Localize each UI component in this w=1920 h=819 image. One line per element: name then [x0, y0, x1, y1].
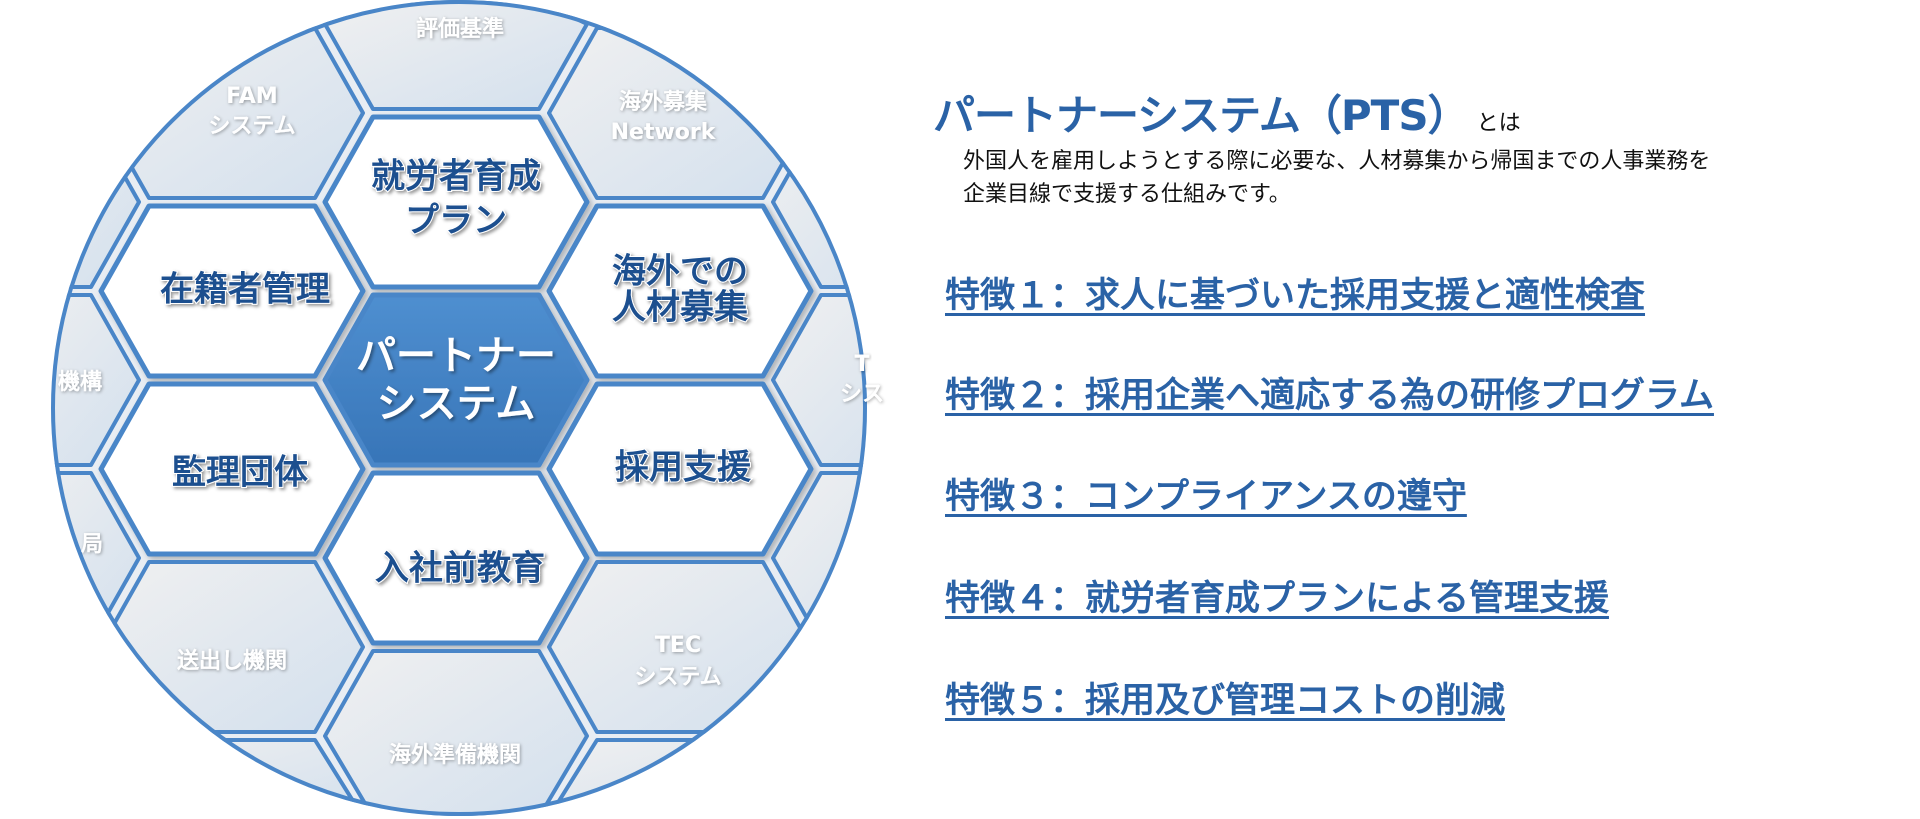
hex-label: システム	[634, 665, 721, 690]
pts-title: パートナーシステム（PTS）	[933, 91, 1470, 140]
inner-hexagon	[98, 203, 366, 379]
feature-5-link[interactable]: 特徴５：採用及び管理コストの削減	[945, 681, 1506, 721]
outer-hexagon	[99, 738, 365, 816]
hex-label: T	[854, 352, 869, 377]
pts-info-panel: パートナーシステム（PTS）とは 外国人を雇用しようとする際に必要な、人材募集か…	[933, 82, 1714, 721]
hex-label: Network	[611, 120, 717, 145]
hex-label: 局	[81, 532, 103, 557]
outer-hexagon	[51, 0, 141, 111]
outer-hexagon	[99, 0, 365, 22]
hex-label: 海外準備機関	[389, 742, 521, 768]
outer-hexagon	[771, 649, 867, 816]
outer-hexagon	[323, 649, 589, 816]
center-hexagon	[322, 292, 590, 468]
outer-hexagon	[547, 738, 813, 816]
outer-hexagon	[51, 293, 141, 467]
hex-label: パートナー	[356, 333, 556, 379]
hex-label: 送出し機関	[177, 648, 287, 674]
outer-circle-border	[51, 0, 867, 816]
hex-label: 入社前教育	[375, 549, 545, 589]
hex-label: 就労者育成	[371, 157, 541, 197]
hex-label: システム	[208, 114, 295, 139]
hex-label: 機構	[58, 369, 102, 395]
outer-hexagon	[99, 26, 365, 200]
outer-hexagon	[51, 649, 141, 816]
inner-hexagon	[546, 203, 814, 379]
hex-label: 人材募集	[612, 288, 748, 328]
outer-hexagon	[771, 293, 867, 467]
hex-label: シス	[840, 382, 884, 407]
hex-label: 海外募集	[619, 89, 708, 115]
hex-label: FAM	[226, 84, 277, 109]
hex-label: 監理団体	[172, 453, 308, 493]
feature-2-link[interactable]: 特徴２：採用企業へ適応する為の研修プログラム	[945, 376, 1714, 416]
feature-3-link[interactable]: 特徴３：コンプライアンスの遵守	[945, 477, 1467, 517]
feature-4-link[interactable]: 特徴４：就労者育成プランによる管理支援	[945, 579, 1609, 619]
hex-label: 評価基準	[416, 16, 504, 42]
hex-label: 採用支援	[615, 448, 752, 488]
partner-system-hex-diagram: パートナーシステム就労者育成プラン在籍者管理海外での人材募集監理団体採用支援入社…	[51, 0, 884, 816]
pts-description: 外国人を雇用しようとする際に必要な、人材募集から帰国までの人事業務を 企業目線で…	[963, 145, 1710, 211]
outer-hexagon	[99, 560, 365, 734]
outer-hexagon	[771, 0, 867, 111]
inner-hexagon	[546, 381, 814, 557]
hex-label: プラン	[405, 201, 507, 241]
feature-1-link[interactable]: 特徴１：求人に基づいた採用支援と適性検査	[945, 276, 1646, 316]
hex-label: 海外での	[612, 252, 748, 292]
description-line: 企業目線で支援する仕組みです。	[963, 182, 1291, 207]
inner-hexagon	[322, 470, 590, 646]
pts-title-suffix: とは	[1476, 111, 1521, 136]
description-line: 外国人を雇用しようとする際に必要な、人材募集から帰国までの人事業務を	[963, 149, 1711, 174]
inner-hexagon	[98, 381, 366, 557]
outer-hexagon	[547, 0, 813, 22]
hex-label: TEC	[655, 633, 701, 658]
hex-label: システム	[377, 381, 536, 427]
inner-hexagon	[322, 114, 590, 290]
hex-label: 在籍者管理	[160, 270, 330, 310]
